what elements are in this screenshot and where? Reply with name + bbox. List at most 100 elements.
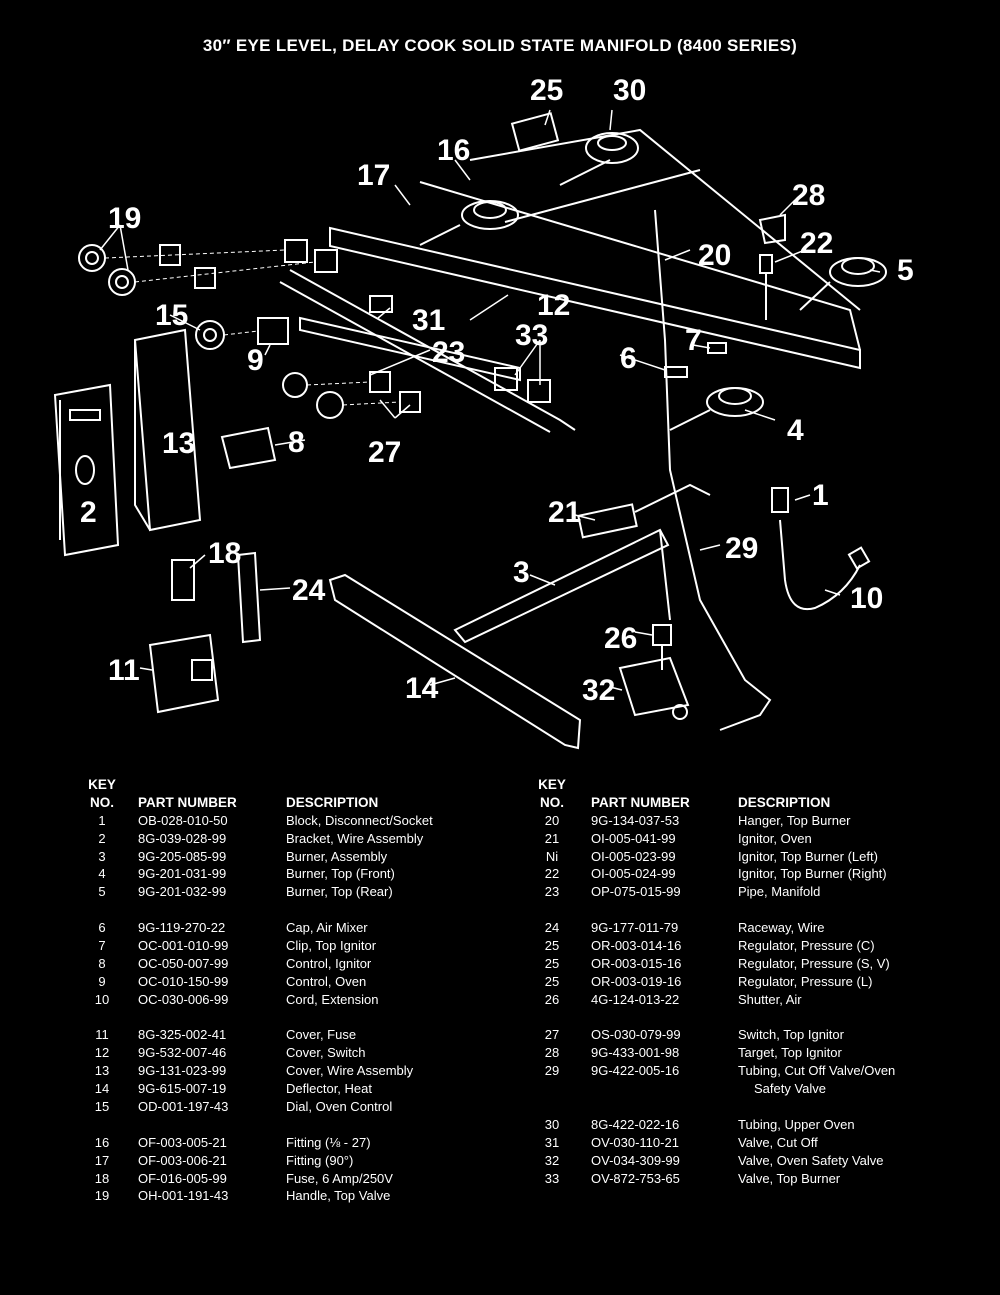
dial-oven-control bbox=[195, 320, 225, 350]
part-number-header: PART NUMBER bbox=[591, 794, 690, 810]
callout-6: 6 bbox=[620, 342, 637, 375]
manifold-pipe bbox=[289, 269, 576, 431]
description: Handle, Top Valve bbox=[286, 1188, 391, 1204]
key-number: 13 bbox=[94, 1063, 110, 1079]
key-number: 8 bbox=[98, 955, 106, 971]
description: Deflector, Heat bbox=[286, 1081, 372, 1097]
key-number: Ni bbox=[545, 848, 559, 864]
callout-33: 33 bbox=[515, 319, 548, 352]
part-number: 9G-201-031-99 bbox=[138, 866, 227, 882]
description: Cover, Wire Assembly bbox=[286, 1063, 414, 1079]
description: Hanger, Top Burner bbox=[738, 812, 851, 828]
key-number: 17 bbox=[94, 1152, 110, 1168]
part-number-header: PART NUMBER bbox=[138, 794, 237, 810]
description: Bracket, Wire Assembly bbox=[286, 830, 424, 846]
page-title: 30″ EYE LEVEL, DELAY COOK SOLID STATE MA… bbox=[202, 36, 798, 55]
key-number: 27 bbox=[544, 1027, 560, 1043]
part-number: OR-003-015-16 bbox=[591, 955, 682, 971]
description: Fitting (⅛ - 27) bbox=[286, 1134, 371, 1150]
fuse bbox=[171, 559, 195, 601]
key-number: 23 bbox=[544, 884, 560, 900]
key-number: 5 bbox=[98, 884, 106, 900]
description: Cover, Switch bbox=[286, 1045, 366, 1061]
part-number: OD-001-197-43 bbox=[138, 1099, 229, 1115]
description: Cover, Fuse bbox=[286, 1027, 357, 1043]
key-number: 12 bbox=[94, 1045, 110, 1061]
part-number: OV-872-753-65 bbox=[591, 1170, 680, 1186]
callout-24: 24 bbox=[292, 574, 326, 607]
oven-ignitor bbox=[577, 503, 638, 539]
part-number: 8G-039-028-99 bbox=[138, 830, 227, 846]
key-number: 28 bbox=[544, 1045, 560, 1061]
burner-rear-left bbox=[461, 200, 519, 230]
description: Tubing, Upper Oven bbox=[738, 1116, 855, 1132]
description: Clip, Top Ignitor bbox=[286, 938, 377, 954]
description: Ignitor, Oven bbox=[738, 830, 812, 846]
description: Control, Oven bbox=[286, 973, 367, 989]
description: Burner, Top (Front) bbox=[286, 866, 395, 882]
tubing-cut-off bbox=[654, 209, 772, 731]
ignitor-control bbox=[220, 426, 277, 470]
key-number: 30 bbox=[544, 1116, 560, 1132]
part-number: OF-003-005-21 bbox=[138, 1134, 227, 1150]
key-number: 21 bbox=[544, 830, 560, 846]
part-number: 9G-205-085-99 bbox=[138, 848, 227, 864]
description: Block, Disconnect/Socket bbox=[286, 812, 433, 828]
description: Valve, Cut Off bbox=[738, 1134, 818, 1150]
callout-17: 17 bbox=[357, 159, 390, 192]
description: Fitting (90°) bbox=[286, 1152, 354, 1168]
callout-32: 32 bbox=[582, 674, 615, 707]
key-number: 20 bbox=[544, 812, 560, 828]
callout-22: 22 bbox=[800, 227, 833, 260]
wire-bracket bbox=[53, 383, 120, 557]
description: Pipe, Manifold bbox=[738, 884, 821, 900]
regulator bbox=[510, 112, 560, 152]
callout-3: 3 bbox=[513, 556, 530, 589]
part-number: 9G-532-007-46 bbox=[138, 1045, 227, 1061]
callout-15: 15 bbox=[155, 299, 188, 332]
part-number: 9G-433-001-98 bbox=[591, 1045, 680, 1061]
callout-4: 4 bbox=[787, 414, 804, 447]
key-number: 19 bbox=[94, 1188, 110, 1204]
key-number: 15 bbox=[94, 1099, 110, 1115]
callout-26: 26 bbox=[604, 622, 637, 655]
callout-29: 29 bbox=[725, 532, 758, 565]
callout-13: 13 bbox=[162, 427, 195, 460]
key-number: 10 bbox=[94, 991, 110, 1007]
description-header: DESCRIPTION bbox=[286, 794, 379, 810]
callout-31: 31 bbox=[412, 304, 445, 337]
part-number: OC-010-150-99 bbox=[138, 973, 229, 989]
part-number: OR-003-014-16 bbox=[591, 938, 682, 954]
description: Ignitor, Top Burner (Right) bbox=[738, 866, 887, 882]
part-number: 9G-119-270-22 bbox=[138, 920, 226, 936]
part-number: 9G-177-011-79 bbox=[591, 920, 679, 936]
key-number: 26 bbox=[544, 991, 560, 1007]
part-number: 9G-134-037-53 bbox=[591, 812, 680, 828]
description: Cap, Air Mixer bbox=[286, 920, 368, 936]
air-shutter bbox=[652, 624, 672, 646]
callout-14: 14 bbox=[405, 672, 439, 705]
key-number: 16 bbox=[94, 1134, 110, 1150]
callout-23: 23 bbox=[432, 336, 465, 369]
description: Burner, Assembly bbox=[286, 848, 388, 864]
callout-30: 30 bbox=[613, 74, 646, 107]
part-number: OP-075-015-99 bbox=[591, 884, 681, 900]
callout-28: 28 bbox=[792, 179, 825, 212]
key-header: KEY bbox=[538, 777, 566, 792]
part-number: 9G-201-032-99 bbox=[138, 884, 227, 900]
callout-9: 9 bbox=[247, 344, 264, 377]
description: Ignitor, Top Burner (Left) bbox=[738, 848, 878, 864]
description: Target, Top Ignitor bbox=[738, 1045, 842, 1061]
callout-2: 2 bbox=[80, 496, 97, 529]
callout-11: 11 bbox=[108, 654, 140, 687]
key-number: 6 bbox=[98, 920, 106, 936]
description: Control, Ignitor bbox=[286, 955, 372, 971]
switch-cover bbox=[299, 316, 521, 382]
wire-raceway bbox=[236, 551, 262, 644]
callout-25: 25 bbox=[530, 74, 563, 107]
no-header: NO. bbox=[89, 794, 114, 810]
description: Regulator, Pressure (S, V) bbox=[738, 955, 890, 971]
key-number: 31 bbox=[544, 1134, 560, 1150]
description: Switch, Top Ignitor bbox=[738, 1027, 844, 1043]
key-number: 1 bbox=[98, 812, 106, 828]
